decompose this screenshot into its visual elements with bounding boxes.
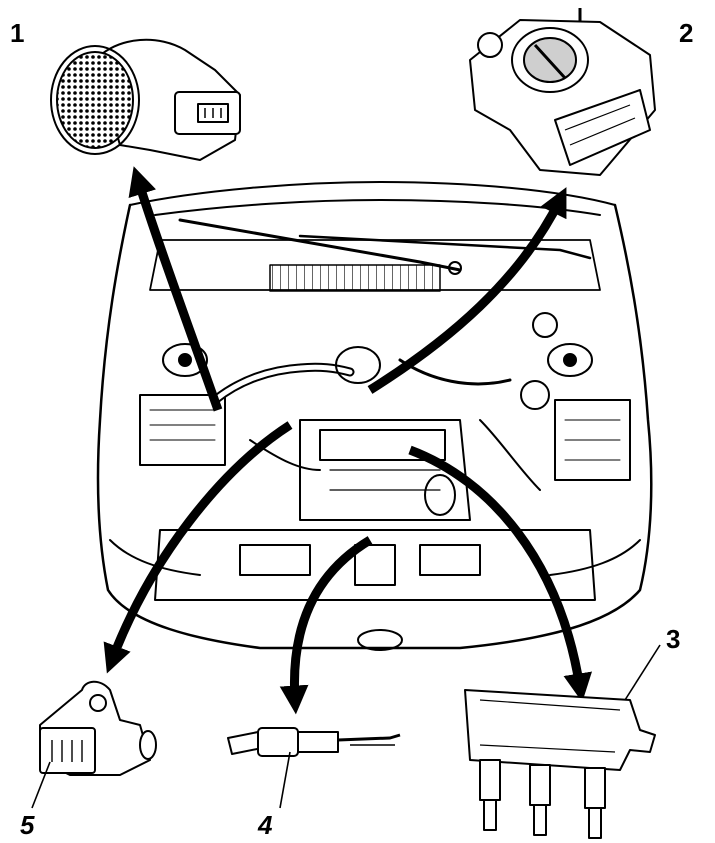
arrow-1 (128, 166, 223, 412)
callout-3: 3 (666, 624, 681, 654)
callout-2: 2 (679, 18, 694, 48)
cowl-grille (269, 264, 441, 292)
part-4-oxygen-sensor (227, 727, 401, 809)
car-front (96, 181, 653, 651)
part-3-ignition-coil (464, 644, 661, 839)
wiper-arm (178, 218, 462, 272)
washer-cap (532, 312, 558, 338)
arrow-5 (103, 421, 293, 674)
callout-5: 5 (20, 810, 35, 840)
right-strut-tower (547, 343, 593, 377)
engine-block (299, 419, 471, 521)
part-1-mass-air-flow-sensor (50, 38, 241, 161)
throttle-housing (335, 346, 381, 384)
cowl-panel (149, 239, 601, 291)
callout-1: 1 (10, 18, 25, 48)
cam-cover (319, 429, 446, 461)
coil-boot-3 (584, 767, 606, 809)
coil-boot-2 (529, 764, 551, 806)
arrow-3 (408, 445, 592, 703)
fuse-box (554, 399, 631, 481)
part-2-throttle-body (469, 8, 656, 176)
radiator-support (154, 529, 596, 601)
camshaft-connector (39, 727, 96, 774)
bonnet-edge (129, 181, 616, 206)
maf-mesh-inlet (56, 51, 134, 149)
callout-4: 4 (258, 810, 273, 840)
part-5-camshaft-sensor (31, 680, 157, 809)
camshaft-mount-hole (89, 694, 107, 712)
coil-boot-1 (479, 759, 501, 801)
car-body-outline (96, 203, 653, 650)
pointer-arrows (103, 166, 592, 715)
arrow-4 (279, 536, 373, 715)
arrow-2 (367, 187, 567, 394)
battery (139, 394, 226, 466)
right-headlight (549, 539, 641, 576)
left-headlight (109, 539, 201, 576)
left-strut-tower (162, 343, 208, 377)
grille-badge (357, 629, 403, 651)
